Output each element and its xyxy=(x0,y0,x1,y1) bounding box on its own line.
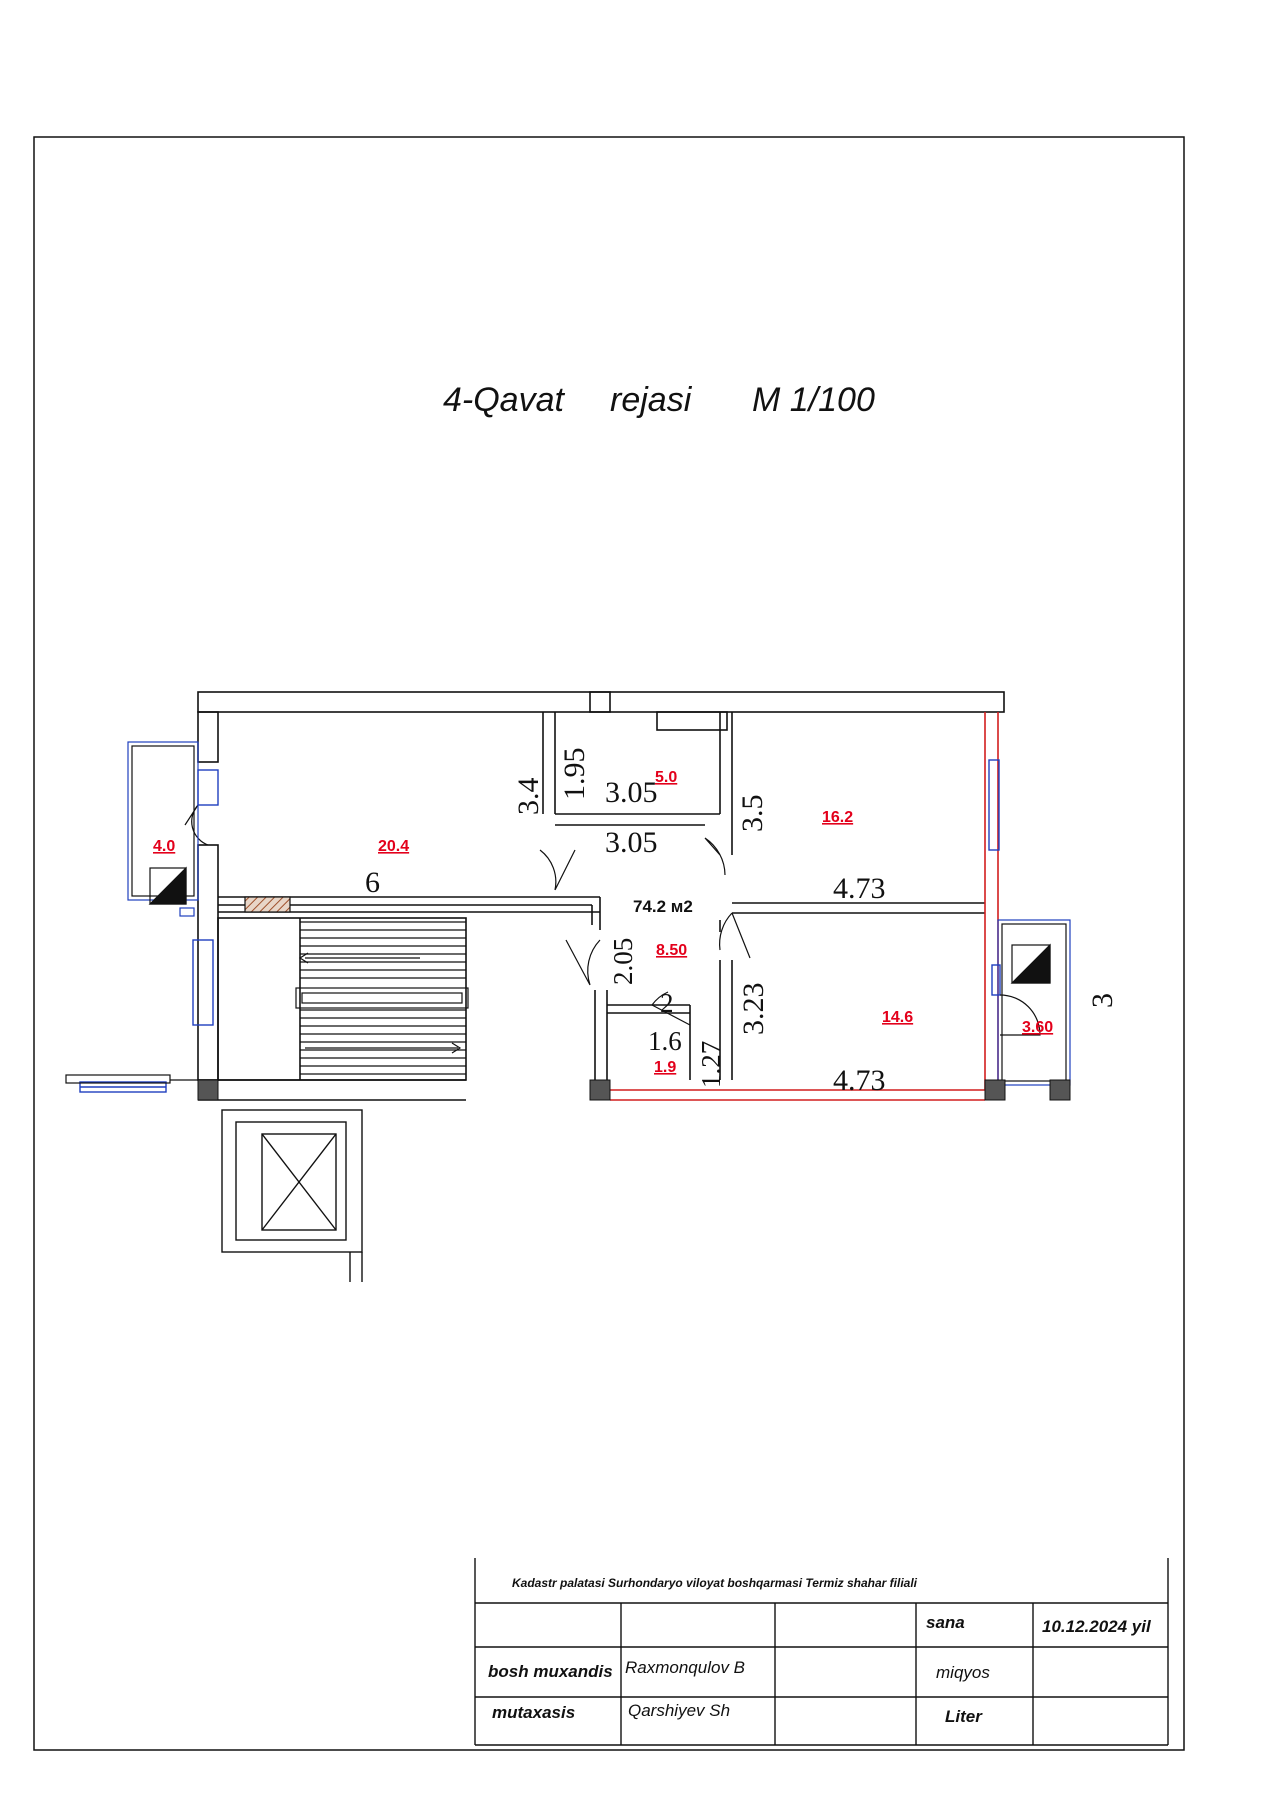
sheet-title-word: rejasi xyxy=(610,381,693,419)
dim-bedroom-bottom-width: 4.73 xyxy=(833,1064,886,1097)
staircase xyxy=(295,921,469,1075)
dim-wc-width: 1.6 xyxy=(648,1026,682,1056)
dim-wc-label-2: 2 xyxy=(660,988,674,1018)
dim-bedroom-top-height: 3.5 xyxy=(736,795,769,833)
tb-date-value: 10.12.2024 yil xyxy=(1042,1617,1152,1636)
dim-balcony-right-depth: 3 xyxy=(1086,993,1119,1008)
elevator-shaft xyxy=(221,1109,363,1282)
dim-living-width: 6 xyxy=(365,866,380,899)
title-block xyxy=(474,1558,1169,1746)
area-balcony-left: 4.0 xyxy=(153,838,175,855)
dim-living-height: 3.4 xyxy=(512,778,545,816)
area-bedroom-bottom: 14.6 xyxy=(882,1009,913,1026)
tb-name-1: Raxmonqulov B xyxy=(625,1658,745,1677)
tb-scale-label: miqyos xyxy=(936,1663,990,1682)
dim-bath-width-top: 3.05 xyxy=(605,776,658,809)
dim-bedroom-bottom-height: 3.23 xyxy=(737,983,770,1036)
area-balcony-right: 3.60 xyxy=(1022,1019,1053,1036)
lower-left-stub xyxy=(65,1074,198,1084)
door-swings xyxy=(184,804,751,1026)
sheet-frame xyxy=(33,136,1185,1751)
dim-bath-height: 1.95 xyxy=(558,748,591,801)
sheet-title-scale: M 1/100 xyxy=(752,381,875,419)
total-area: 74.2 м2 xyxy=(633,897,693,916)
plan-walls xyxy=(197,691,1005,1101)
tb-organization: Kadastr palatasi Surhondaryo viloyat bos… xyxy=(512,1576,918,1590)
area-living: 20.4 xyxy=(378,838,409,855)
area-bathroom: 5.0 xyxy=(655,769,677,786)
balcony-left xyxy=(127,741,199,917)
area-wc: 1.9 xyxy=(654,1059,676,1076)
dim-bath-width-bottom: 3.05 xyxy=(605,826,658,859)
area-hall: 8.50 xyxy=(656,942,687,959)
balcony-right xyxy=(997,919,1071,1086)
tb-liter-label: Liter xyxy=(945,1707,983,1726)
windows xyxy=(79,759,1001,1093)
tb-role-2: mutaxasis xyxy=(492,1703,575,1722)
dim-wc-height: 1.27 xyxy=(696,1041,726,1088)
dim-bedroom-top-width: 4.73 xyxy=(833,872,886,905)
columns xyxy=(197,1079,1071,1101)
tb-name-2: Qarshiyev Sh xyxy=(628,1701,730,1720)
hatched-column xyxy=(244,896,291,913)
tb-date-label: sana xyxy=(926,1613,965,1632)
tb-role-1: bosh muxandis xyxy=(488,1662,613,1681)
dim-corridor-height: 2.05 xyxy=(608,938,638,985)
sheet-title-floor: 4-Qavat xyxy=(443,381,565,419)
area-bedroom-top: 16.2 xyxy=(822,809,853,826)
